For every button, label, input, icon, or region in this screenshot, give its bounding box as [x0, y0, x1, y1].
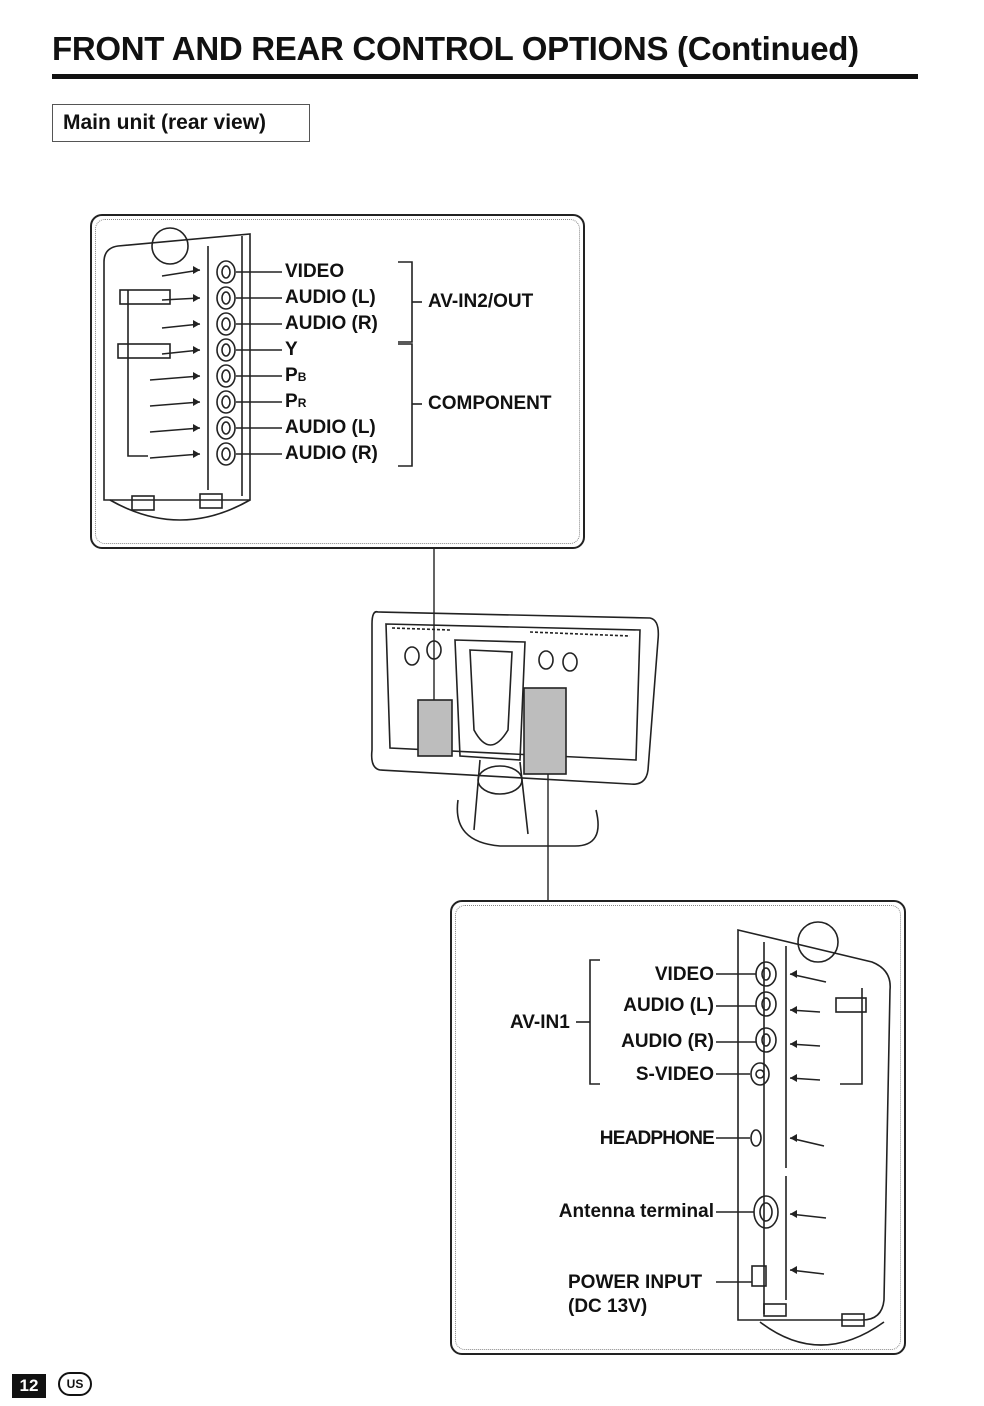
- jack-label-audio-r-top: AUDIO (R): [285, 313, 378, 335]
- jack-label-power-input: POWER INPUT: [568, 1272, 702, 1294]
- group-label-component: COMPONENT: [428, 393, 552, 415]
- region-badge: US: [58, 1372, 92, 1396]
- jack-label-s-video: S-VIDEO: [606, 1064, 714, 1086]
- jack-label-headphone: HEADPHONE: [560, 1128, 714, 1150]
- jack-label-video-top: VIDEO: [285, 261, 344, 283]
- jack-label-component-audio-l: AUDIO (L): [285, 417, 376, 439]
- jack-label-pr: PR: [285, 391, 306, 414]
- jack-label-audio-l-side: AUDIO (L): [606, 995, 714, 1017]
- jack-label-component-audio-r: AUDIO (R): [285, 443, 378, 465]
- jack-label-audio-l-top: AUDIO (L): [285, 287, 376, 309]
- group-label-av-in1: AV-IN1: [510, 1012, 570, 1034]
- jack-label-video-side: VIDEO: [606, 964, 714, 986]
- jack-label-pb: PB: [285, 365, 306, 388]
- jack-label-y: Y: [285, 339, 298, 361]
- jack-label-power-dc: (DC 13V): [568, 1296, 647, 1318]
- page-number: 12: [12, 1374, 46, 1398]
- group-label-av-in2-out: AV-IN2/OUT: [428, 291, 533, 313]
- jack-label-audio-r-side: AUDIO (R): [606, 1031, 714, 1053]
- jack-label-antenna: Antenna terminal: [520, 1201, 714, 1223]
